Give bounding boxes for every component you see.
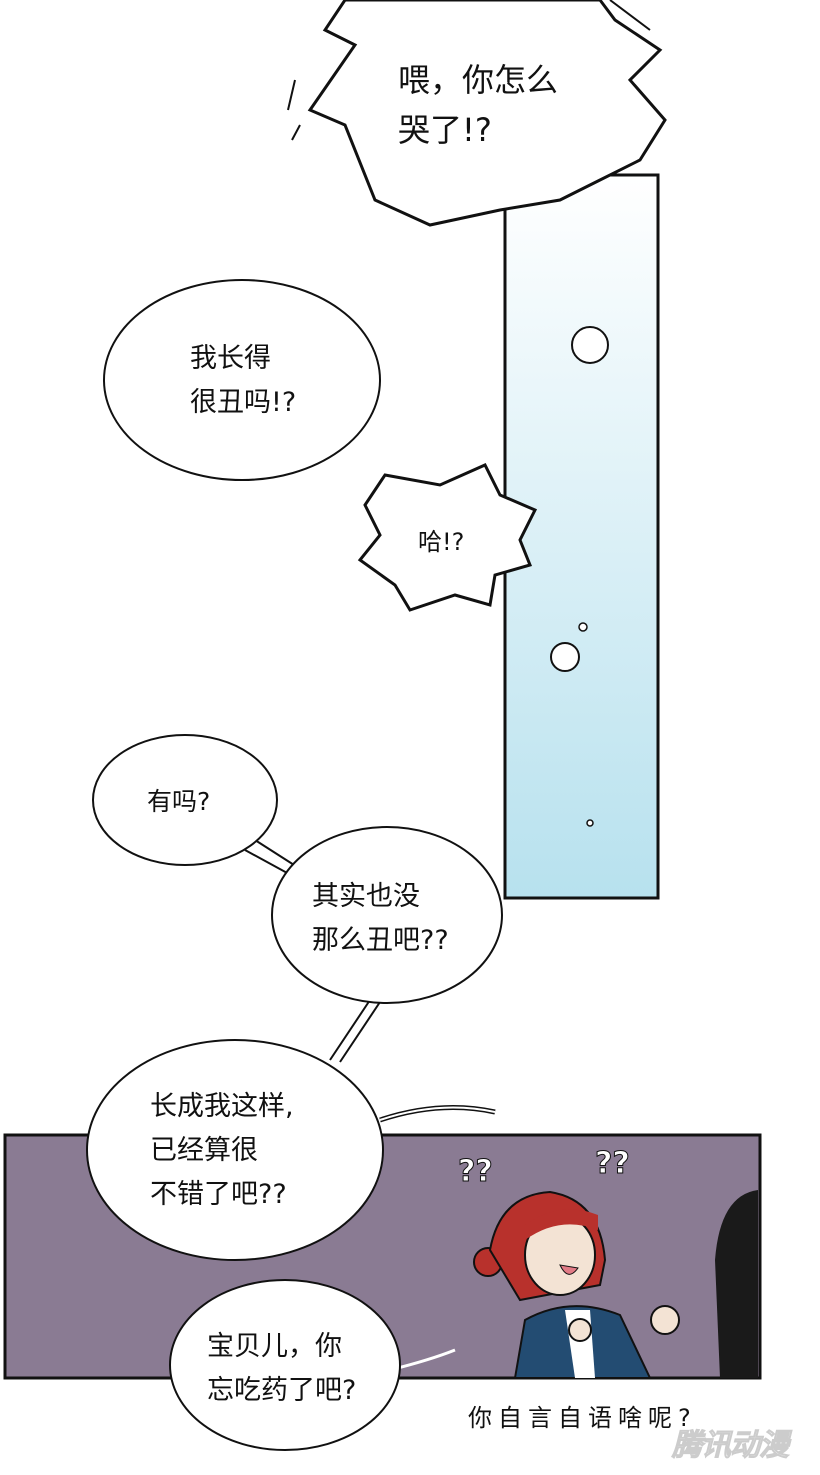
line: 喂，你怎么: [398, 61, 559, 99]
line: 我长得: [190, 343, 271, 374]
line: 很丑吗!?: [190, 387, 297, 418]
not-that-ugly-bubble: [271, 826, 503, 1004]
blue-panel: [503, 173, 660, 900]
really-text: 有吗?: [147, 787, 211, 816]
caption-text: 你自言自语啥呢?: [468, 1404, 697, 1432]
line: 其实也没: [312, 881, 420, 912]
line: 那么丑吧??: [312, 925, 449, 956]
line: 哭了!?: [398, 111, 492, 149]
sfx-question-marks: ??: [595, 1146, 631, 1182]
not-that-ugly-text: 其实也没 那么丑吧??: [312, 875, 449, 963]
huh-bubble: [357, 463, 538, 612]
forgot-meds-bubble: [169, 1279, 401, 1451]
line: 已经算很: [150, 1135, 258, 1166]
line: 不错了吧??: [150, 1179, 287, 1210]
looks-like-me-bubble: [86, 1039, 384, 1261]
line: 忘吃药了吧?: [207, 1375, 357, 1406]
line: 宝贝儿，你: [207, 1331, 342, 1362]
forgot-meds-text: 宝贝儿，你 忘吃药了吧?: [207, 1325, 356, 1413]
shout-text: 喂，你怎么 哭了!?: [398, 55, 558, 155]
huh-text: 哈!?: [418, 528, 465, 556]
line: 长成我这样,: [150, 1091, 294, 1122]
ugly-question-text: 我长得 很丑吗!?: [190, 337, 296, 425]
dark-haired-character: [715, 1190, 758, 1378]
red-haired-character: [473, 1190, 680, 1379]
shout-bubble: [307, 0, 667, 227]
watermark: 腾讯动漫: [672, 1428, 790, 1464]
ugly-question-bubble: [103, 279, 381, 481]
really-bubble: [92, 734, 278, 866]
looks-like-me-text: 长成我这样, 已经算很 不错了吧??: [150, 1085, 294, 1217]
sfx-question-marks: ??: [458, 1154, 494, 1190]
